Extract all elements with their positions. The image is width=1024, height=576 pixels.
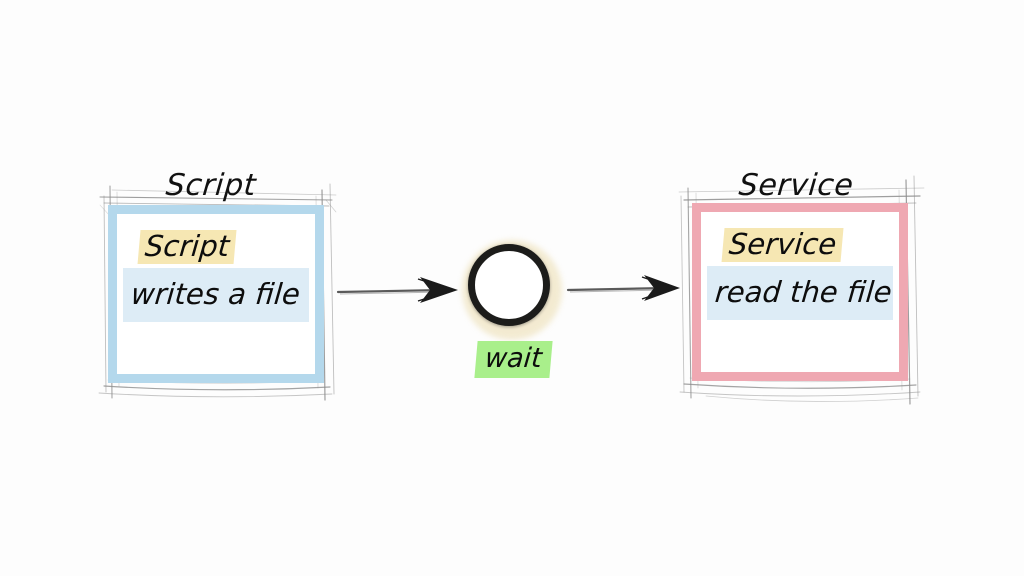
arrow-script-to-clock xyxy=(336,277,458,303)
service-node-content: Service read the file xyxy=(701,212,899,372)
script-node-title: Script xyxy=(164,168,258,203)
script-node-content: Script writes a file xyxy=(117,214,315,374)
wait-label: wait xyxy=(474,341,553,378)
script-body-highlight-band xyxy=(123,268,309,322)
script-body-row: writes a file xyxy=(117,272,323,318)
script-heading-row: Script xyxy=(117,226,337,268)
script-node-box[interactable]: Script writes a file xyxy=(108,205,324,383)
script-heading-text: Script xyxy=(137,229,237,265)
service-node-box[interactable]: Service read the file xyxy=(692,203,908,381)
service-heading-row: Service xyxy=(701,224,921,266)
arrow-clock-to-service xyxy=(566,275,680,301)
service-body-row: read the file xyxy=(701,270,907,316)
service-node-title: Service xyxy=(737,168,855,203)
service-body-text: read the file xyxy=(713,274,894,309)
service-body-highlight-band xyxy=(707,266,893,320)
service-heading-text: Service xyxy=(721,227,844,263)
clock-icon xyxy=(462,240,562,340)
script-body-text: writes a file xyxy=(129,276,302,311)
clock-rim xyxy=(468,244,550,326)
